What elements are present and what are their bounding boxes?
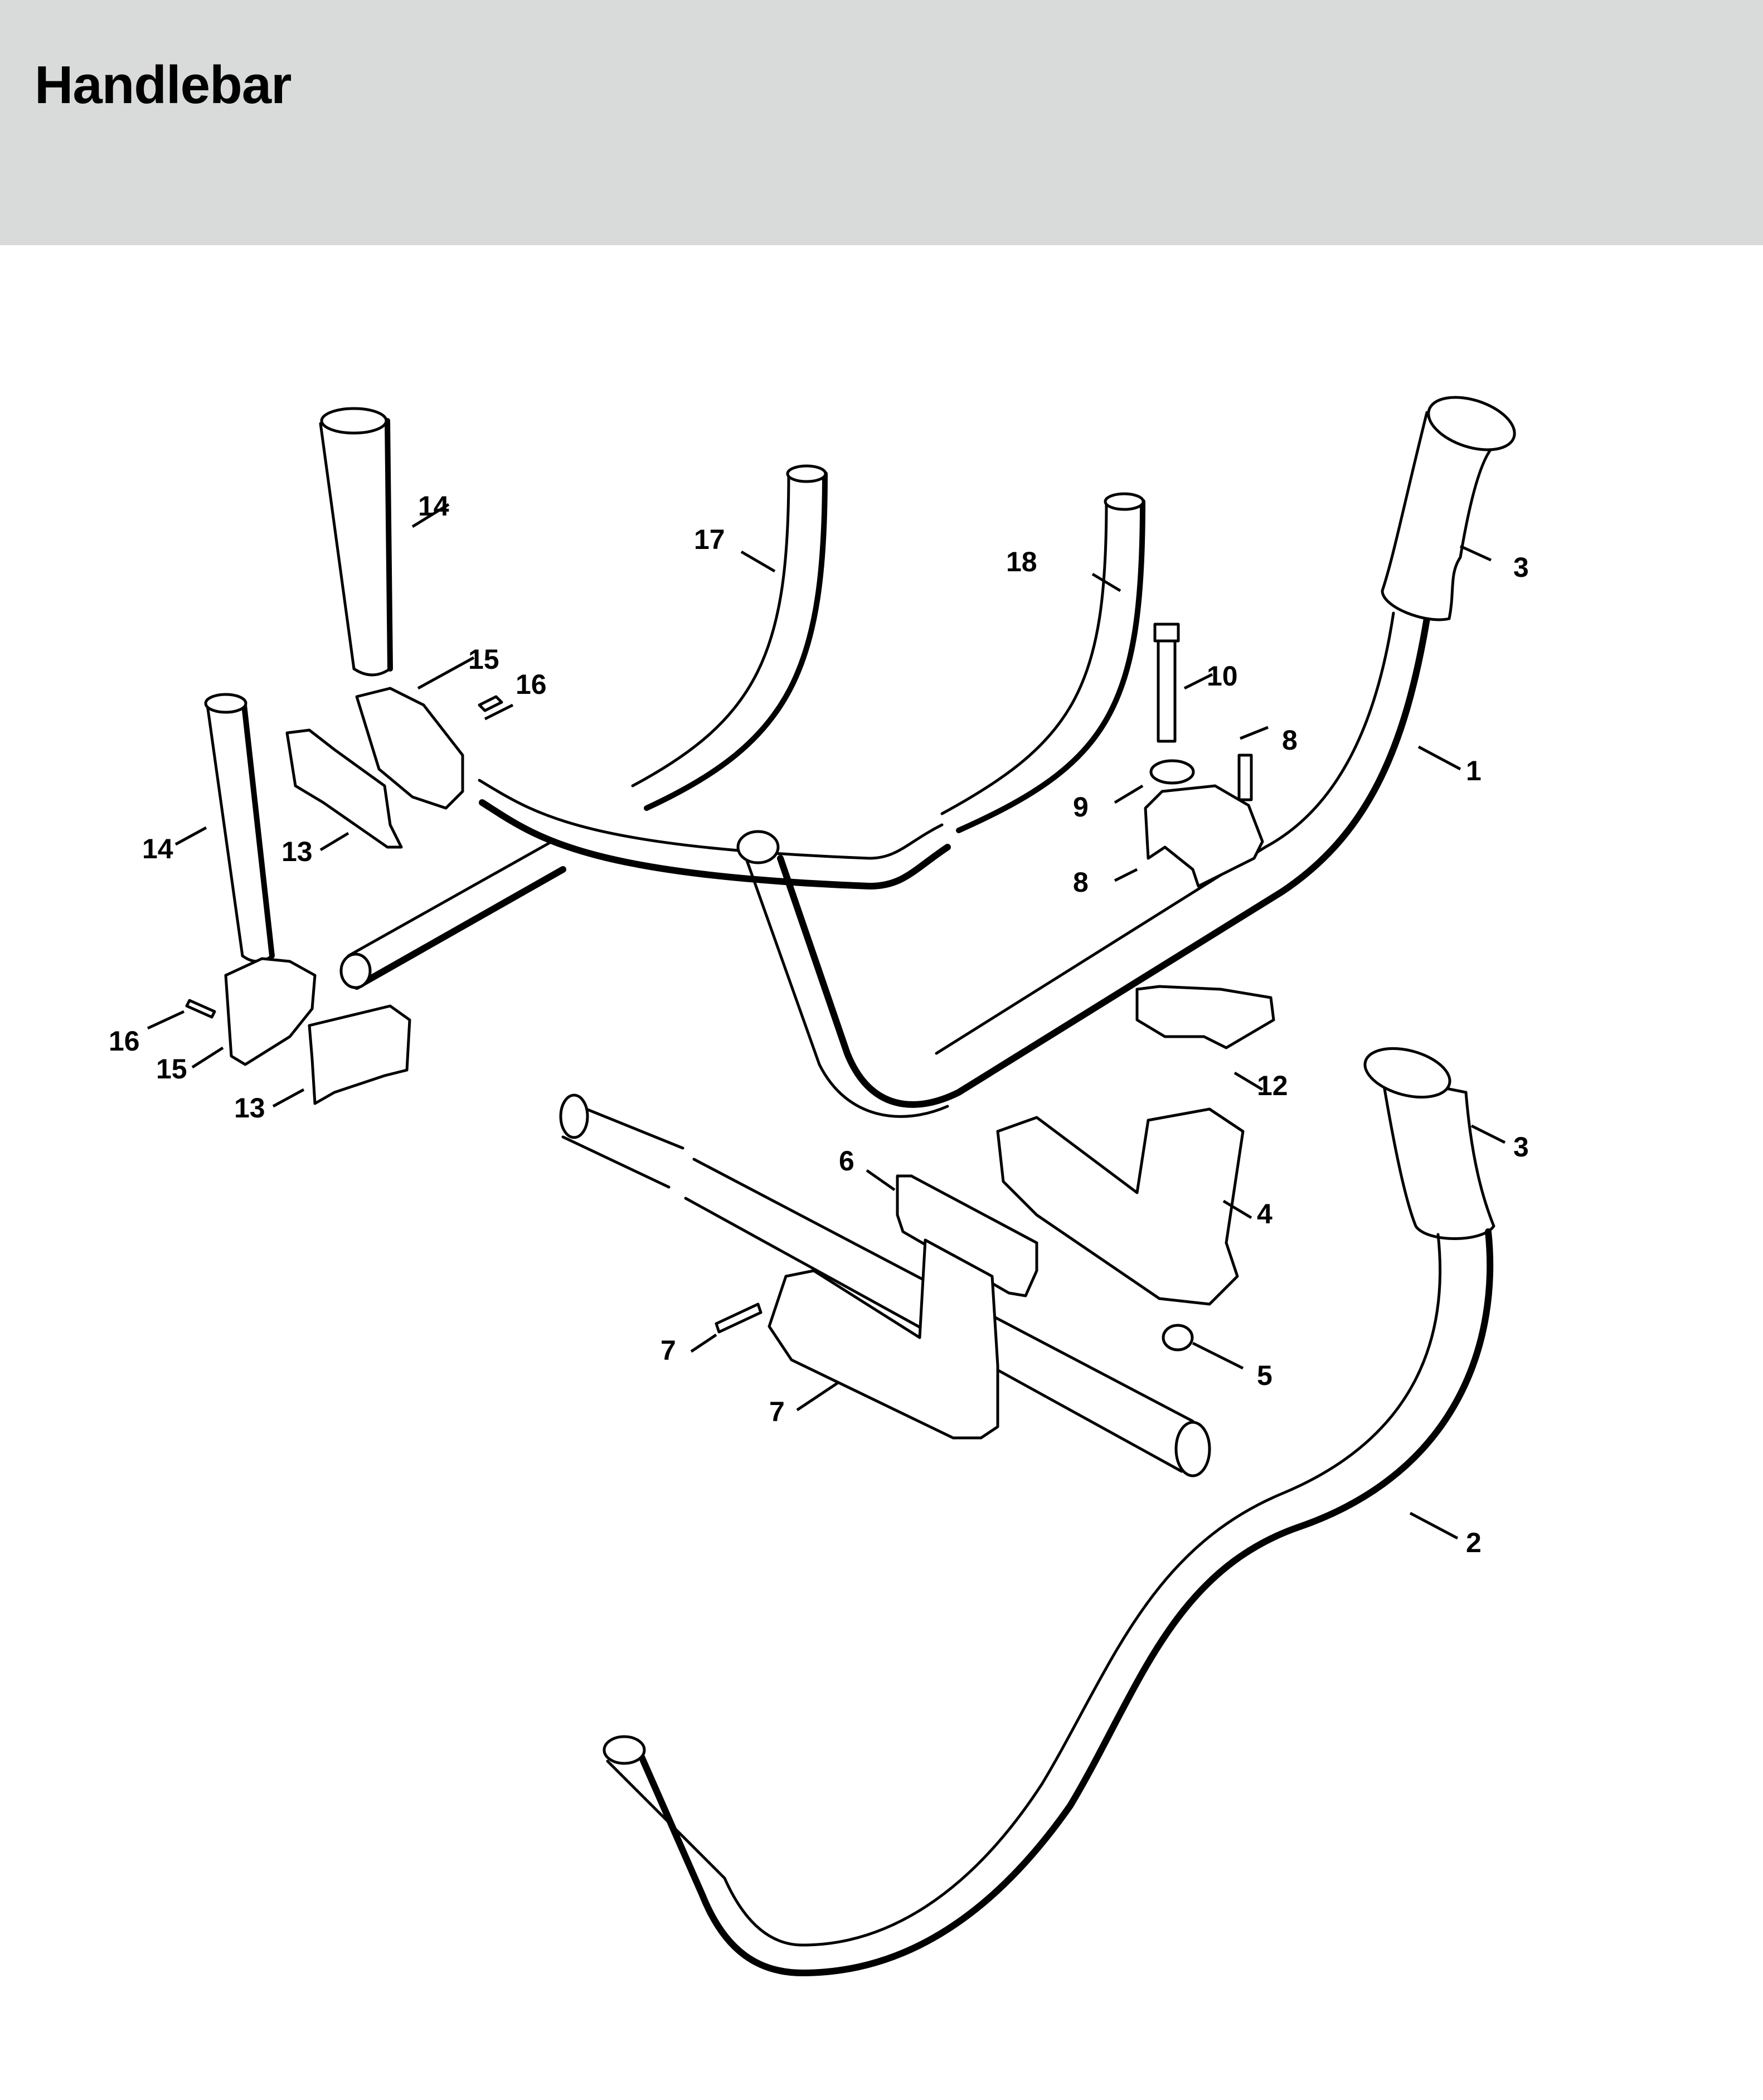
callout-13-lower: 13 <box>234 1092 265 1124</box>
callout-13-upper: 13 <box>281 836 313 867</box>
callout-3-lower: 3 <box>1513 1131 1529 1163</box>
handlebar-tube-lower <box>603 1228 1494 1976</box>
clamp-half-lower <box>308 1004 411 1105</box>
bolt <box>1153 623 1180 743</box>
callout-7: 7 <box>769 1396 785 1427</box>
tube-left-arm <box>631 464 828 811</box>
callout-11: 9 <box>1073 791 1089 823</box>
callout-9: 12 <box>1257 1070 1288 1101</box>
callout-8-lower: 7 <box>660 1335 676 1366</box>
callout-14-upper: 14 <box>418 490 449 522</box>
handle-housing <box>996 1107 1245 1306</box>
callout-labels: 14 17 18 3 10 1 8 9 8 15 16 14 13 16 15 … <box>109 490 1529 1558</box>
callout-10: 8 <box>1073 867 1089 898</box>
screw-small-upper <box>478 695 503 712</box>
screw-small-lower <box>185 999 216 1019</box>
nut <box>1162 1324 1194 1352</box>
callout-18: 18 <box>1006 546 1037 577</box>
header-band: Handlebar <box>0 0 1763 245</box>
callout-16-upper: 16 <box>516 669 547 700</box>
plate <box>896 1174 1038 1297</box>
clamp-block-lower <box>224 957 317 1066</box>
housing-cover <box>768 1238 999 1440</box>
grip-upper <box>1381 396 1516 621</box>
screw-upper <box>1237 754 1253 801</box>
callout-12: 10 <box>1207 660 1238 692</box>
callout-16-lower: 16 <box>109 1025 140 1057</box>
callout-4: 4 <box>1257 1198 1273 1229</box>
tube-lower <box>204 693 275 963</box>
callout-1: 1 <box>1466 755 1482 786</box>
clamp-cap <box>1144 784 1264 888</box>
handlebar-tube-right <box>339 611 1430 1118</box>
tube-right-arm <box>940 492 1145 833</box>
callout-2: 2 <box>1466 1527 1482 1558</box>
callout-6: 6 <box>839 1145 854 1177</box>
clamp <box>1135 985 1275 1049</box>
callout-5: 5 <box>1257 1360 1273 1391</box>
screw-lower <box>715 1302 762 1334</box>
grip-lower <box>1363 1047 1495 1240</box>
callout-17: 17 <box>694 524 725 555</box>
callout-15-lower: 15 <box>156 1053 187 1085</box>
clamp-half-upper <box>285 728 403 849</box>
callout-3-upper: 3 <box>1513 552 1529 583</box>
tube-upper <box>319 407 393 677</box>
inner-tube <box>559 1093 1211 1477</box>
leader-lines <box>147 503 1506 1540</box>
callout-8-upper: 8 <box>1282 725 1298 756</box>
callout-14-lower: 14 <box>142 833 173 864</box>
page-title: Handlebar <box>35 55 292 115</box>
callout-15-upper: 15 <box>468 644 499 675</box>
washer <box>1149 759 1195 785</box>
clamp-block-upper <box>355 687 464 810</box>
